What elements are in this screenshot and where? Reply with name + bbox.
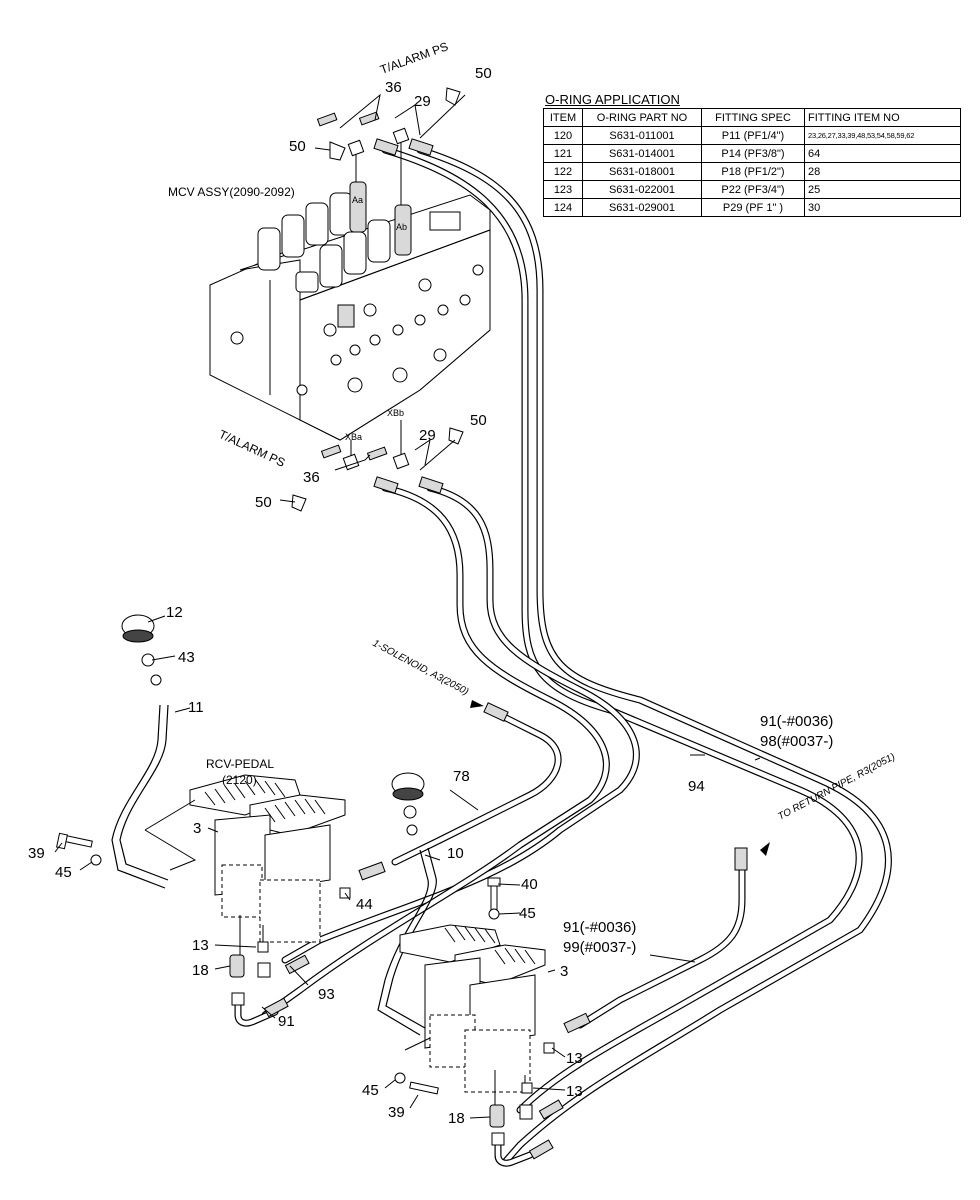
mcv-spool-caps — [257, 181, 412, 293]
label-port-a1: Aa — [352, 195, 363, 205]
mcv-bottom-fittings — [291, 420, 464, 512]
callout-36-mid: 36 — [303, 469, 320, 486]
label-talarm-top: T/ALARM PS — [378, 39, 450, 77]
cell-fitting-item-no: 23,26,27,33,39,48,53,54,58,59,62 — [804, 126, 961, 145]
callout-3-left: 3 — [193, 820, 201, 837]
callout-45-left: 45 — [55, 864, 72, 881]
cell-item: 124 — [543, 198, 583, 217]
cell-fitting-item-no: 25 — [804, 180, 961, 199]
label-hose-91-98-a: 91(-#0036) — [760, 713, 833, 730]
cell-fitting-spec: P18 (PF1/2") — [701, 162, 805, 181]
oring-table-grid: ITEM O-RING PART NO FITTING SPEC FITTING… — [543, 108, 961, 217]
cell-fitting-item-no: 64 — [804, 144, 961, 163]
callout-29-top: 29 — [414, 93, 431, 110]
cell-part-no: S631-011001 — [582, 126, 702, 145]
callout-45-right: 45 — [519, 905, 536, 922]
oring-table-title: O-RING APPLICATION — [545, 92, 680, 107]
callout-13-left: 13 — [192, 937, 209, 954]
table-row: 120 S631-011001 P11 (PF1/4") 23,26,27,33… — [543, 126, 961, 145]
oring-application-table: O-RING APPLICATION ITEM O-RING PART NO F… — [543, 92, 961, 217]
callout-11: 11 — [188, 699, 204, 716]
cell-item: 121 — [543, 144, 583, 163]
cell-part-no: S631-018001 — [582, 162, 702, 181]
cell-fitting-spec: P29 (PF 1" ) — [701, 198, 805, 217]
callout-50-top-left: 50 — [289, 138, 306, 155]
label-hose-91-99-a: 91(-#0036) — [563, 919, 636, 936]
cell-fitting-item-no: 30 — [804, 198, 961, 217]
callout-29-mid: 29 — [419, 427, 436, 444]
hose-lines — [234, 138, 892, 1167]
callout-numbers: 36 50 29 50 29 50 36 50 12 43 11 78 94 3… — [28, 65, 705, 1127]
label-hose-91-99-b: 99(#0037-) — [563, 939, 636, 956]
mcv-leader-lines — [279, 93, 466, 503]
callout-18-left: 18 — [192, 962, 209, 979]
callout-78: 78 — [453, 768, 470, 785]
flow-arrows — [470, 700, 770, 856]
callout-43: 43 — [178, 649, 195, 666]
label-rcv-pedal: RCV-PEDAL — [206, 757, 274, 771]
callout-40: 40 — [521, 876, 538, 893]
label-mcv-assy: MCV ASSY(2090-2092) — [168, 185, 295, 199]
callout-39-left: 39 — [28, 845, 45, 862]
callout-13-right-b: 13 — [566, 1083, 583, 1100]
label-port-b1: XBa — [345, 432, 362, 442]
callout-10: 10 — [447, 845, 464, 862]
cell-item: 122 — [543, 162, 583, 181]
callout-12: 12 — [166, 604, 183, 621]
callout-50-top-right: 50 — [475, 65, 492, 82]
label-port-b2: XBb — [387, 408, 404, 418]
label-talarm-mid: T/ALARM PS — [217, 427, 288, 470]
cell-part-no: S631-014001 — [582, 144, 702, 163]
table-row: 121 S631-014001 P14 (PF3/8") 64 — [543, 144, 961, 163]
pedal-treads-right — [444, 925, 536, 965]
callout-91: 91 — [278, 1013, 295, 1030]
oring-table-header-row: ITEM O-RING PART NO FITTING SPEC FITTING… — [543, 108, 961, 127]
return-arrow-icon — [760, 842, 770, 856]
table-row: 122 S631-018001 P18 (PF1/2") 28 — [543, 162, 961, 181]
solenoid-arrow-icon — [470, 700, 484, 708]
callout-50-mid-left: 50 — [255, 494, 272, 511]
header-fitting-spec: FITTING SPEC — [701, 108, 805, 127]
mcv-assembly — [209, 87, 491, 512]
callout-39-bottom: 39 — [388, 1104, 405, 1121]
header-item: ITEM — [543, 108, 583, 127]
callout-94: 94 — [688, 778, 705, 795]
callout-50-mid-right: 50 — [470, 412, 487, 429]
cell-fitting-item-no: 28 — [804, 162, 961, 181]
callout-leaders — [54, 615, 761, 1119]
callout-45-bottom: 45 — [362, 1082, 379, 1099]
pedal-treads-left — [204, 778, 326, 823]
cell-item: 123 — [543, 180, 583, 199]
cell-item: 120 — [543, 126, 583, 145]
header-fitting-item-no: FITTING ITEM NO — [804, 108, 961, 127]
cell-fitting-spec: P14 (PF3/8") — [701, 144, 805, 163]
cell-fitting-spec: P22 (PF3/4") — [701, 180, 805, 199]
label-solenoid: 1-SOLENOID, A3(2050) — [371, 638, 471, 698]
label-rcv-pedal-ref: (2120) — [222, 773, 257, 787]
callout-18-bottom: 18 — [448, 1110, 465, 1127]
cell-fitting-spec: P11 (PF1/4") — [701, 126, 805, 145]
callout-36-top: 36 — [385, 79, 402, 96]
cell-part-no: S631-022001 — [582, 180, 702, 199]
mcv-ports — [230, 211, 484, 396]
table-row: 123 S631-022001 P22 (PF3/4") 25 — [543, 180, 961, 199]
header-oring-part-no: O-RING PART NO — [582, 108, 702, 127]
rcv-pedal-left — [56, 614, 351, 1006]
callout-3-right: 3 — [560, 963, 568, 980]
callout-93: 93 — [318, 986, 335, 1003]
label-hose-91-98-b: 98(#0037-) — [760, 733, 833, 750]
table-row: 124 S631-029001 P29 (PF 1" ) 30 — [543, 198, 961, 217]
callout-13-right-a: 13 — [566, 1050, 583, 1067]
label-port-a2: Ab — [396, 222, 407, 232]
callout-44: 44 — [356, 896, 373, 913]
mcv-top-fittings — [316, 87, 461, 205]
rcv-pedal-right — [377, 772, 556, 1146]
cell-part-no: S631-029001 — [582, 198, 702, 217]
